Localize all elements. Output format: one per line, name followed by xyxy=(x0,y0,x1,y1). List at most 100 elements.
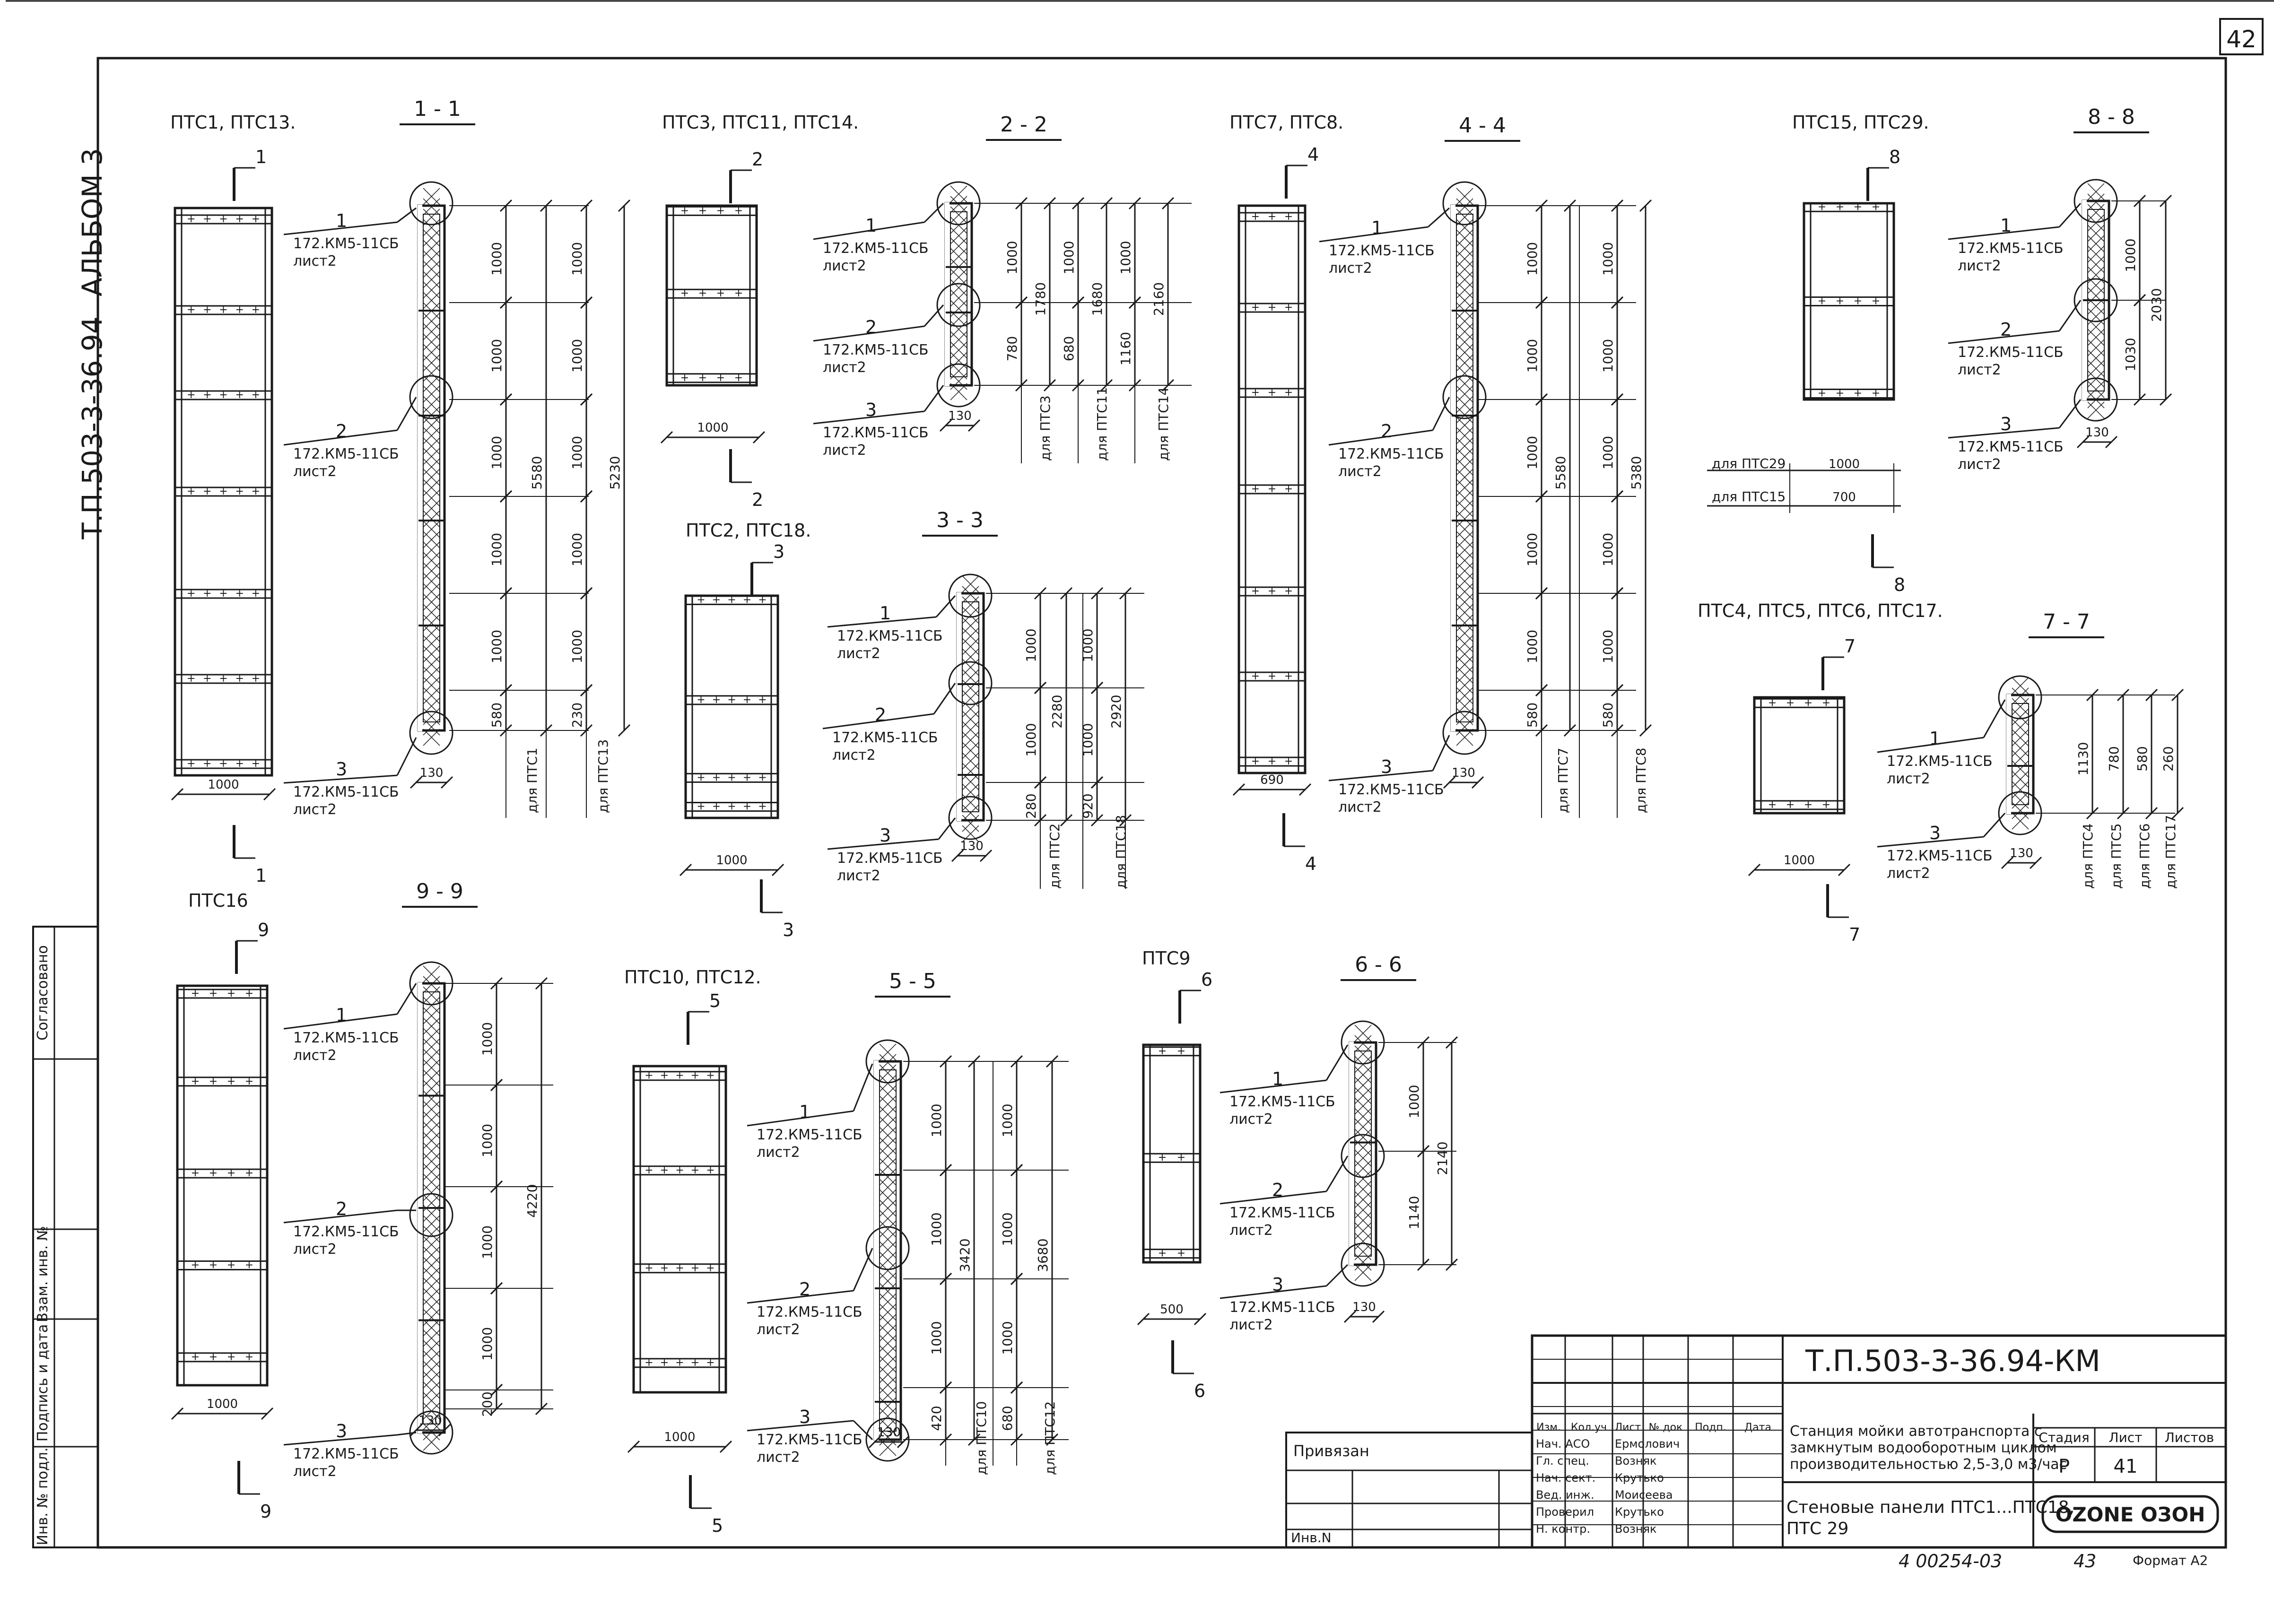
stamp-header-2: Лист xyxy=(1615,1422,1641,1433)
svg-text:+: + xyxy=(191,1259,200,1271)
p7-leader-1-note: лист2 xyxy=(1887,771,1930,787)
p2-for-3: для ПТС14 xyxy=(1156,387,1171,461)
panel-7-section: 7 - 7 xyxy=(2043,610,2090,634)
p3-leader-2-num: 2 xyxy=(875,704,886,725)
panel-7-title: ПТС4, ПТС5, ПТС6, ПТС17. xyxy=(1698,600,1943,621)
p1-d5: 1000 xyxy=(489,630,505,663)
svg-text:+: + xyxy=(727,801,736,813)
p1-leader-3-mark: 172.КМ5-11СБ xyxy=(293,784,399,800)
svg-text:+: + xyxy=(191,988,200,999)
p9-a1: 1000 xyxy=(479,1022,495,1056)
p5-for-1: для ПТС10 xyxy=(974,1401,989,1475)
p9-leader-2-note: лист2 xyxy=(293,1241,337,1258)
svg-text:+: + xyxy=(227,1351,235,1363)
p4-a4: 1000 xyxy=(1525,533,1540,566)
p4-a7: 5580 xyxy=(1553,456,1568,489)
svg-text:+: + xyxy=(209,1259,218,1271)
cut-9-bottom: 9 xyxy=(260,1501,271,1522)
svg-text:+: + xyxy=(1786,697,1795,709)
p6-a2: 1140 xyxy=(1406,1196,1422,1229)
cut-5-top: 5 xyxy=(709,990,721,1011)
stamp-name-4: Крутько xyxy=(1615,1505,1664,1519)
p5-leader-1-note: лист2 xyxy=(757,1144,800,1161)
p4-leader-3-note: лист2 xyxy=(1338,799,1382,816)
p7-for-4: для ПТС17 xyxy=(2163,815,2178,889)
p6-leader-3-num: 3 xyxy=(1272,1274,1283,1295)
svg-text:+: + xyxy=(743,594,751,606)
p6-a3: 2140 xyxy=(1435,1141,1450,1175)
svg-text:+: + xyxy=(1854,201,1862,213)
p1-d2: 1000 xyxy=(489,339,505,373)
svg-text:+: + xyxy=(712,801,721,813)
p3-a4: 2280 xyxy=(1049,695,1065,728)
svg-text:+: + xyxy=(691,1357,699,1369)
side-code: Т.П.503-3-36.94 xyxy=(76,316,108,539)
svg-text:+: + xyxy=(1872,201,1880,213)
p4-leader-1-num: 1 xyxy=(1371,217,1383,238)
p7-leader-3-num: 3 xyxy=(1929,823,1941,843)
p5-leader-1-num: 1 xyxy=(799,1102,810,1122)
svg-text:+: + xyxy=(675,1070,684,1082)
p8-w1000: 1000 xyxy=(1829,457,1860,471)
p9-w130: 130 xyxy=(418,1414,442,1428)
p7-for-2: для ПТС5 xyxy=(2108,823,2124,889)
stamp-role-5: Н. контр. xyxy=(1536,1522,1590,1536)
p1-for-2: для ПТС13 xyxy=(595,739,611,813)
p7-b: 780 xyxy=(2106,746,2122,771)
p8-leader-1-note: лист2 xyxy=(1958,258,2001,274)
svg-text:+: + xyxy=(252,588,260,599)
svg-text:+: + xyxy=(187,213,195,225)
svg-text:+: + xyxy=(1177,1152,1185,1164)
p6-leader-3-mark: 172.КМ5-11СБ xyxy=(1229,1299,1335,1316)
stamp-header-0: Изм. xyxy=(1536,1422,1561,1433)
svg-text:+: + xyxy=(1251,670,1260,682)
svg-text:+: + xyxy=(235,758,244,770)
cut-3-top: 3 xyxy=(773,541,784,562)
panel-8-section: 8 - 8 xyxy=(2088,105,2135,129)
svg-text:+: + xyxy=(1822,799,1830,811)
p2-leader-3-note: лист2 xyxy=(823,442,866,459)
p7-a: 1130 xyxy=(2075,742,2091,775)
svg-text:+: + xyxy=(1158,1248,1167,1259)
svg-text:+: + xyxy=(1251,483,1260,495)
p2-c1: 1000 xyxy=(1118,241,1133,274)
svg-text:+: + xyxy=(734,372,743,384)
svg-text:+: + xyxy=(660,1357,669,1369)
svg-text:+: + xyxy=(743,801,751,813)
svg-text:+: + xyxy=(660,1070,669,1082)
panel-6-width: 500 xyxy=(1160,1303,1184,1317)
svg-text:+: + xyxy=(1268,211,1276,223)
panel-7-elevation: ++++++++ xyxy=(1753,696,1846,815)
p5-b3: 1000 xyxy=(1000,1321,1015,1355)
p2-leader-3-num: 3 xyxy=(865,399,877,420)
panel-3-width: 1000 xyxy=(716,853,747,868)
svg-text:+: + xyxy=(1836,201,1844,213)
p5-a1: 1000 xyxy=(929,1103,944,1137)
p1-for-1: для ПТС1 xyxy=(524,747,540,813)
p3-b3: 920 xyxy=(1080,793,1096,818)
project-line-1: Станция мойки автотранспорта с xyxy=(1790,1423,2042,1440)
stamp-header-3: № док xyxy=(1649,1422,1683,1433)
svg-text:+: + xyxy=(1268,483,1276,495)
p4-a2: 1000 xyxy=(1525,339,1540,373)
svg-text:+: + xyxy=(1158,1045,1167,1057)
svg-text:+: + xyxy=(187,304,195,316)
p4-leader-1-note: лист2 xyxy=(1329,260,1372,277)
p4-leader-2-mark: 172.КМ5-11СБ xyxy=(1338,446,1444,462)
side-label-inv: Инв. № подл. xyxy=(35,1448,51,1546)
svg-text:+: + xyxy=(675,1357,684,1369)
stamp-header-1: Кол.уч xyxy=(1571,1422,1607,1433)
svg-text:+: + xyxy=(252,213,260,225)
p3-a2: 1000 xyxy=(1023,723,1039,756)
panel-6-elevation: ++++++ xyxy=(1142,1043,1202,1264)
panel-5-elevation: ++++++++++++++++++++ xyxy=(632,1065,727,1394)
p1-d1: 1000 xyxy=(489,242,505,276)
p1-e6: 230 xyxy=(569,703,585,728)
panel-5-title: ПТС10, ПТС12. xyxy=(624,967,761,988)
stamp-role-0: Нач. АСО xyxy=(1536,1437,1590,1450)
panel-7-section-view xyxy=(2006,677,2035,830)
svg-text:+: + xyxy=(706,1164,714,1176)
stamp-name-1: Возняк xyxy=(1615,1454,1657,1468)
svg-text:+: + xyxy=(1284,387,1293,399)
p1-e2: 1000 xyxy=(569,339,585,373)
